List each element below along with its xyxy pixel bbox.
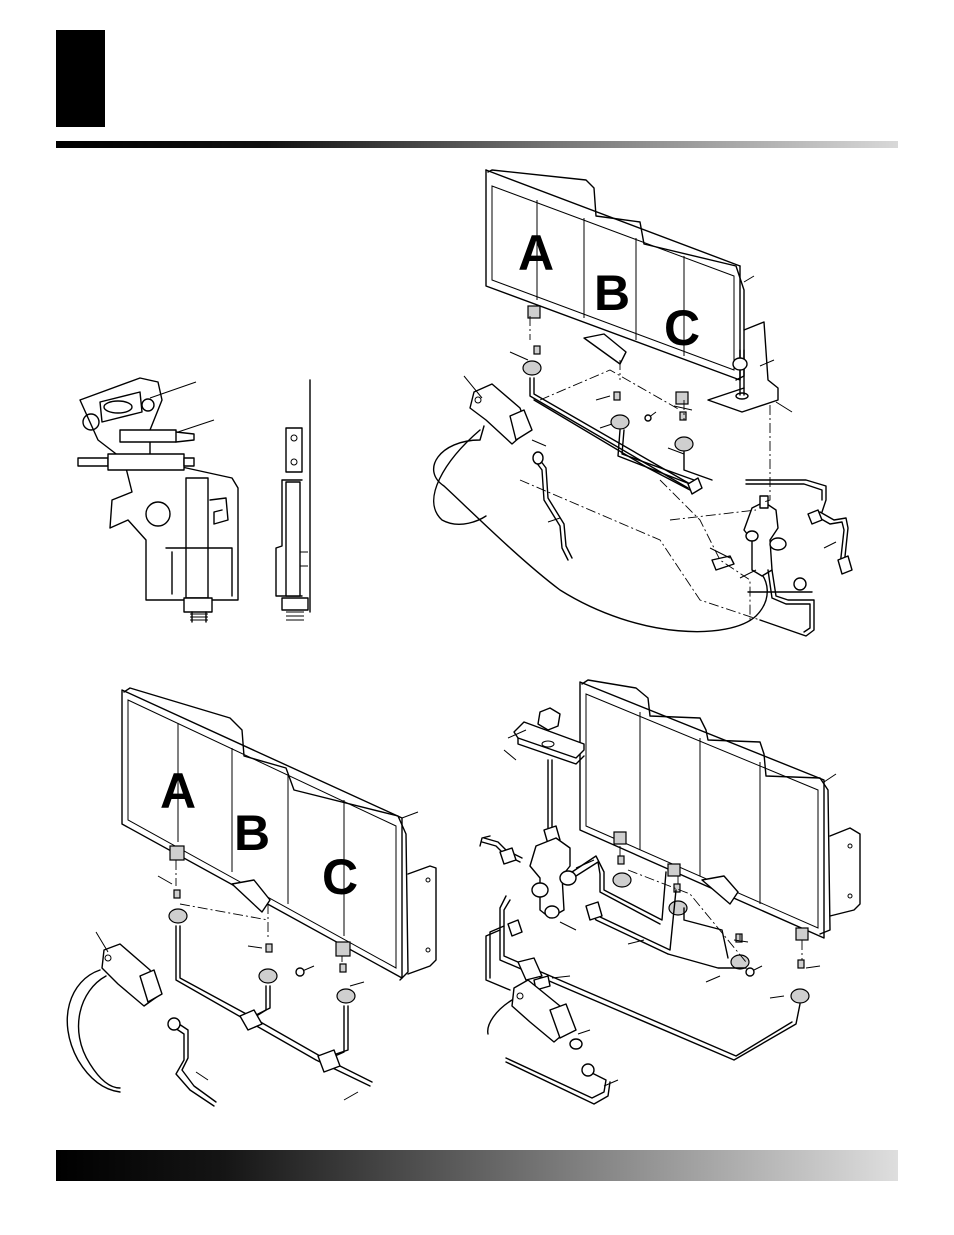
pilot-assembly-side-view [276, 380, 310, 620]
burner-letter-b-lower: B [234, 805, 270, 861]
figure-bottom-left: A B C [67, 688, 436, 1106]
figure-bottom-right [480, 680, 860, 1104]
burner-letter-b: B [594, 265, 630, 321]
burner-letter-c: C [664, 300, 700, 356]
burner-letter-a-lower: A [160, 763, 196, 819]
burner-letter-a: A [518, 225, 554, 281]
pilot-assembly-front-view [78, 378, 238, 622]
figure-top-right: A B C [434, 170, 852, 636]
burner-letter-c-lower: C [322, 849, 358, 905]
